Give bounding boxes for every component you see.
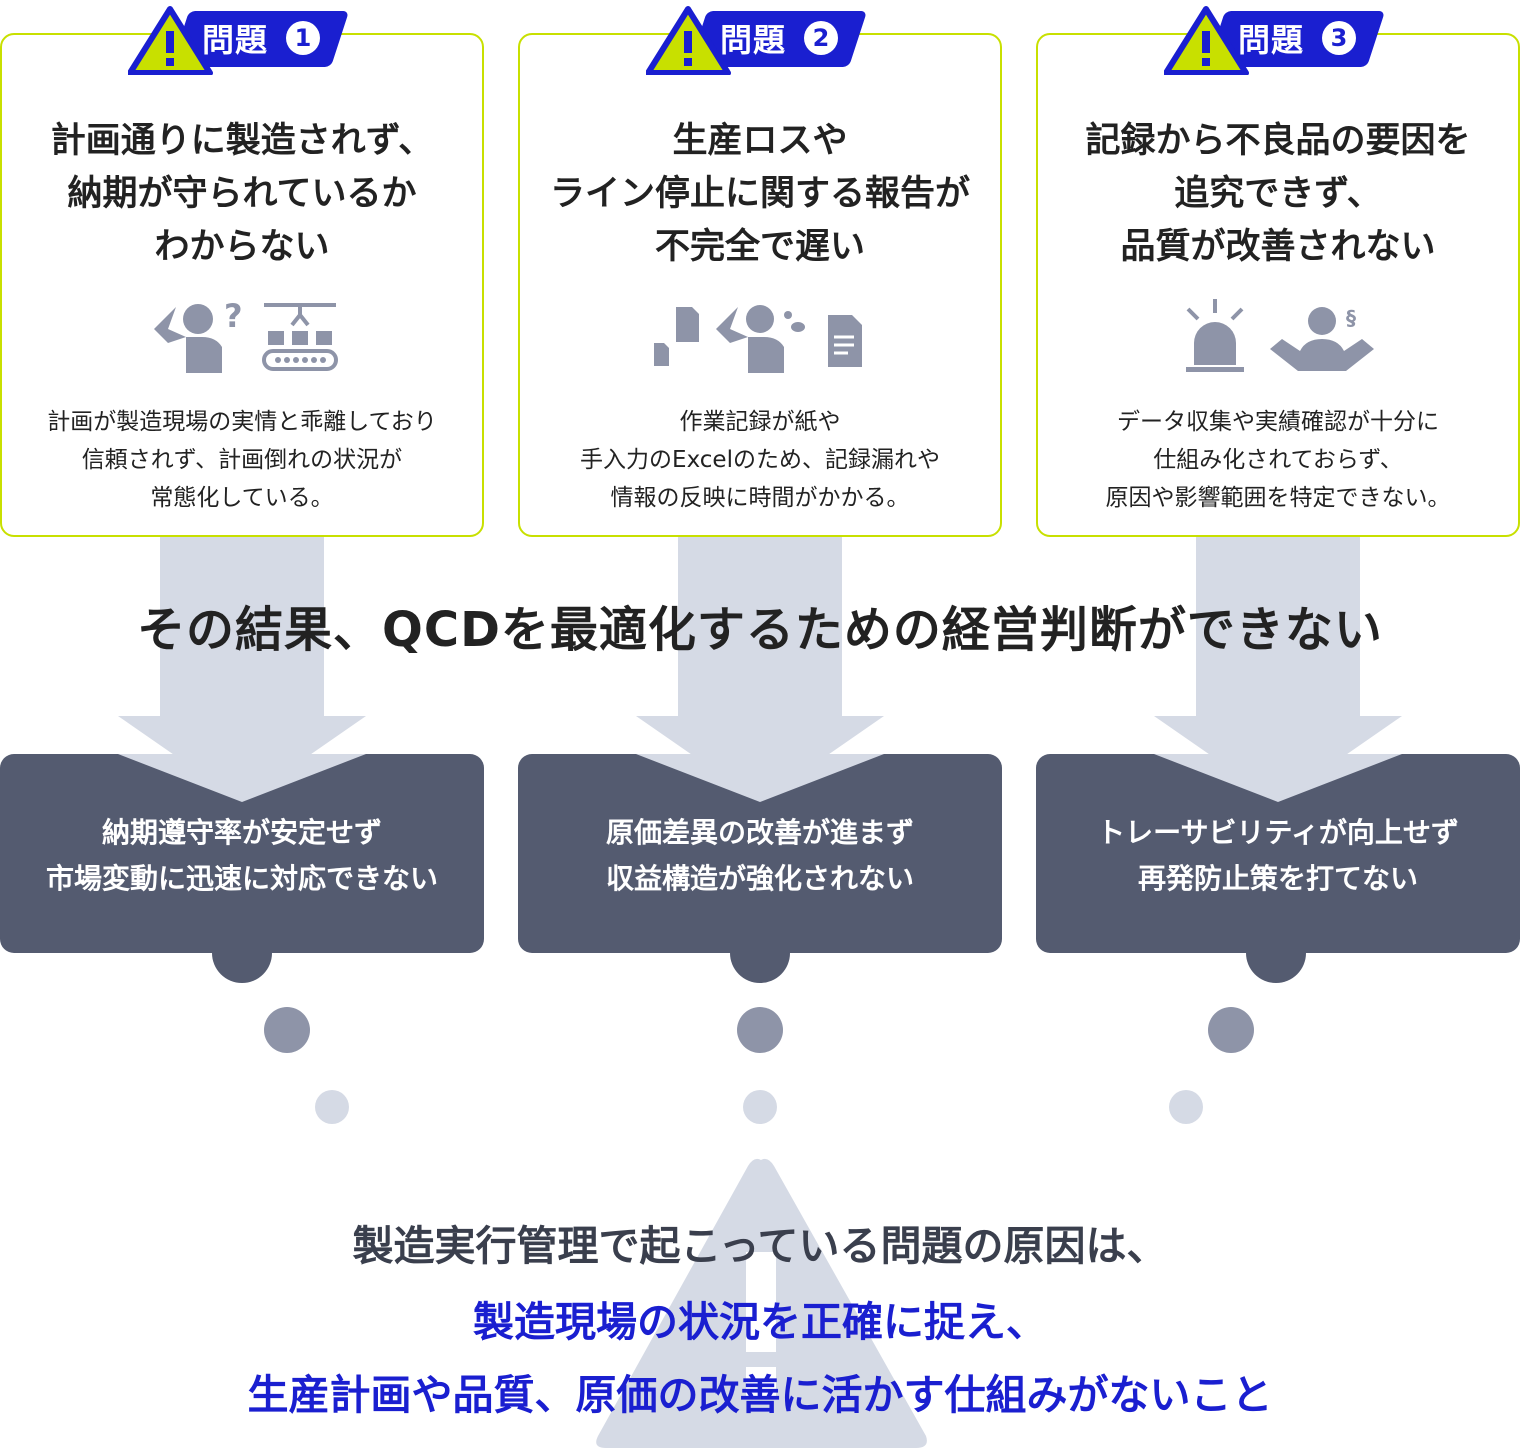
problem-card-1: 問題 1 計画通りに製造されず、 納期が守られているか わからない ? 計画が製… bbox=[0, 6, 484, 537]
problem-badge: 問題 3 bbox=[1164, 5, 1386, 75]
thought-tab bbox=[1246, 953, 1306, 983]
thought-tab bbox=[730, 953, 790, 983]
down-arrow-2 bbox=[636, 537, 884, 802]
svg-text:?: ? bbox=[224, 297, 243, 335]
result-headline: その結果、QCDを最適化するための経営判断ができない bbox=[137, 602, 1383, 658]
problem-description: 作業記録が紙や 手入力のExcelのため、記録漏れや 情報の反映に時間がかかる。 bbox=[580, 409, 940, 511]
distressed-person-icon bbox=[716, 305, 805, 373]
thought-dot bbox=[743, 1090, 777, 1124]
problem-title: 記録から不良品の要因を 追究できず、 品質が改善されない bbox=[1085, 121, 1471, 267]
thought-dot bbox=[737, 1007, 783, 1053]
conclusion-line-2: 製造現場の状況を正確に捉え、 bbox=[473, 1298, 1047, 1346]
problem-card-2: 問題 2 生産ロスや ライン停止に関する報告が 不完全で遅い 作業記録が紙や 手… bbox=[518, 6, 1002, 537]
thought-tab bbox=[212, 953, 272, 983]
problem-title: 生産ロスや ライン停止に関する報告が 不完全で遅い bbox=[549, 121, 970, 267]
thought-dot bbox=[1208, 1007, 1254, 1053]
problem-badge: 問題 2 bbox=[646, 5, 868, 75]
thought-dot bbox=[315, 1090, 349, 1124]
problem-description: データ収集や実績確認が十分に 仕組み化されておらず、 原因や影響範囲を特定できな… bbox=[1105, 409, 1451, 511]
large-warning-icon bbox=[596, 1158, 927, 1448]
arrow-tip-2 bbox=[636, 754, 884, 802]
problem-title: 計画通りに製造されず、 納期が守られているか わからない bbox=[50, 121, 434, 267]
warning-icon bbox=[1164, 6, 1249, 75]
down-arrow-3 bbox=[1154, 537, 1402, 802]
confused-person-icon: ? bbox=[154, 297, 243, 373]
problem-description: 計画が製造現場の実情と乖離しており 信頼されず、計画倒れの状況が 常態化している… bbox=[47, 409, 437, 511]
conclusion-line-1: 製造実行管理で起こっている問題の原因は、 bbox=[352, 1222, 1168, 1270]
thought-dot bbox=[264, 1007, 310, 1053]
warning-icon bbox=[128, 6, 213, 75]
document-icon bbox=[828, 315, 862, 367]
shrugging-person-icon: § bbox=[1270, 306, 1374, 371]
arrow-tip-3 bbox=[1154, 754, 1402, 802]
conclusion-line-3: 生産計画や品質、原価の改善に活かす仕組みがないこと bbox=[247, 1371, 1273, 1419]
thought-dot bbox=[1169, 1090, 1203, 1124]
warning-icon bbox=[646, 6, 731, 75]
alarm-light-icon bbox=[1186, 299, 1244, 372]
problem-badge: 問題 1 bbox=[128, 5, 350, 75]
documents-icon bbox=[654, 307, 699, 366]
svg-text:§: § bbox=[1346, 306, 1356, 330]
conveyor-icon bbox=[262, 303, 338, 371]
arrow-tip-1 bbox=[118, 754, 366, 802]
down-arrow-1 bbox=[118, 537, 366, 802]
problem-card-3: 問題 3 記録から不良品の要因を 追究できず、 品質が改善されない § データ収… bbox=[1036, 6, 1520, 537]
